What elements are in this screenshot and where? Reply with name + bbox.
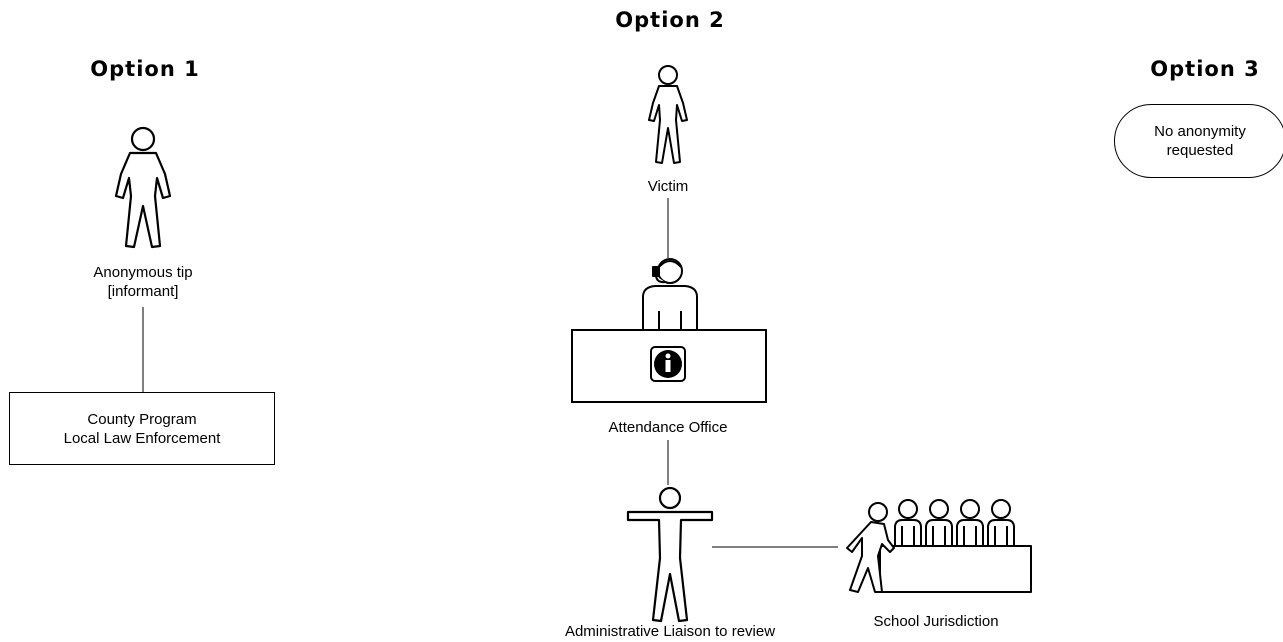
county-program-label: County Program bbox=[87, 410, 197, 428]
attendance-office-label: Attendance Office bbox=[608, 419, 728, 436]
jury-panel-icon bbox=[846, 499, 1032, 593]
requested-label: requested bbox=[1166, 142, 1234, 159]
no-anonymity-pill: No anonymity requested bbox=[1114, 104, 1283, 178]
option-3-heading: Option 3 bbox=[1150, 57, 1260, 81]
liaison-person-arms-out-icon bbox=[626, 486, 714, 623]
victim-label: Victim bbox=[647, 178, 689, 195]
info-desk bbox=[571, 329, 767, 403]
no-anonymity-label: No anonymity bbox=[1154, 123, 1246, 140]
panel-member bbox=[956, 499, 984, 546]
info-icon bbox=[650, 346, 686, 382]
panel-member bbox=[894, 499, 922, 546]
school-jurisdiction-label: School Jurisdiction bbox=[873, 613, 999, 630]
county-program-box: County Program Local Law Enforcement bbox=[9, 392, 275, 465]
option-1-heading: Option 1 bbox=[90, 57, 200, 81]
victim-person-icon bbox=[648, 65, 688, 164]
panel-member bbox=[987, 499, 1015, 546]
anonymous-tip-label: Anonymous tip [informant] bbox=[93, 264, 193, 300]
option-2-heading: Option 2 bbox=[615, 8, 725, 32]
receptionist-headset-icon bbox=[642, 258, 698, 329]
table bbox=[879, 545, 1032, 593]
leaning-person bbox=[846, 502, 895, 593]
informant-person-icon bbox=[114, 126, 172, 249]
admin-liaison-label: Administrative Liaison to review bbox=[564, 623, 776, 640]
panel-member bbox=[925, 499, 953, 546]
local-law-enforcement-label: Local Law Enforcement bbox=[63, 429, 221, 447]
